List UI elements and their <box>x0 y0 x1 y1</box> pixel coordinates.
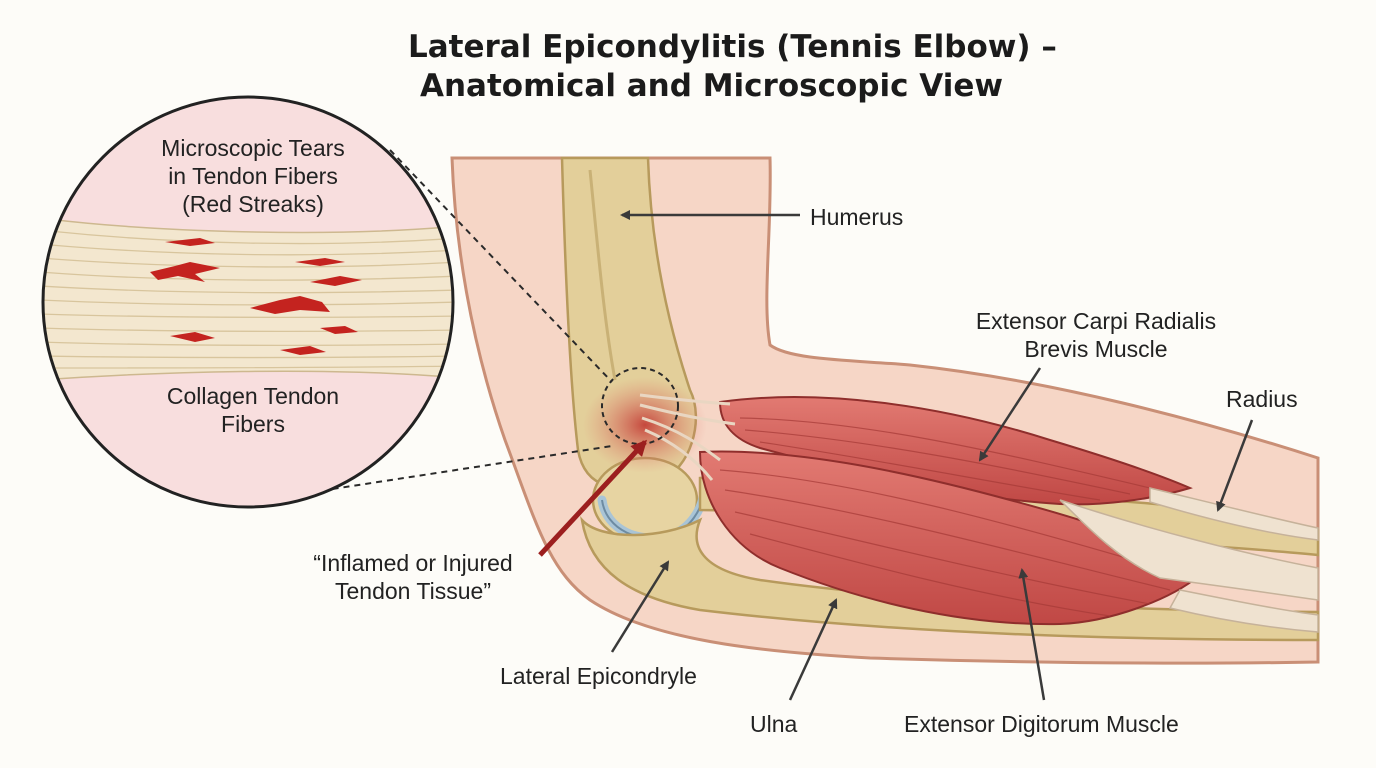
inset-tears-label: Microscopic Tears in Tendon Fibers (Red … <box>161 135 345 217</box>
zoom-connector-top <box>389 149 613 383</box>
inflamed-area <box>583 377 707 473</box>
common-extensor-tendon <box>639 393 736 481</box>
diagram-title: Lateral Epicondylitis (Tennis Elbow) – A… <box>300 28 1120 106</box>
zoom-connector-bottom <box>299 445 613 495</box>
title-line-1: Lateral Epicondylitis (Tennis Elbow) – <box>408 29 1057 65</box>
microscopic-inset <box>43 97 453 507</box>
inflamed-arrow <box>538 439 648 557</box>
radius-label: Radius <box>1226 386 1298 412</box>
zoom-region-circle <box>601 367 679 445</box>
ecrb-label: Extensor Carpi Radialis Brevis Muscle <box>975 308 1217 362</box>
title-line-2: Anatomical and Microscopic View <box>420 67 1003 104</box>
lateral-epicondyle-label: Lateral Epicondryle <box>500 663 697 689</box>
tendon-fiber-bundle <box>43 217 453 381</box>
radius-arrow <box>1216 419 1254 512</box>
inset-fibers-label: Collagen Tendon Fibers <box>166 383 340 437</box>
microscopic-tears <box>150 238 362 355</box>
ulna-label: Ulna <box>750 711 798 737</box>
extensor-digitorum-arrow <box>1018 568 1046 701</box>
ecrb-arrow <box>978 367 1042 462</box>
extensor-digitorum-label: Extensor Digitorum Muscle <box>904 711 1179 737</box>
lateral-epicondyle-arrow <box>610 560 670 653</box>
inflamed-label: “Inflamed or Injured Tendon Tissue” <box>313 550 513 604</box>
humerus-label: Humerus <box>810 204 904 230</box>
ulna-arrow <box>788 598 838 701</box>
